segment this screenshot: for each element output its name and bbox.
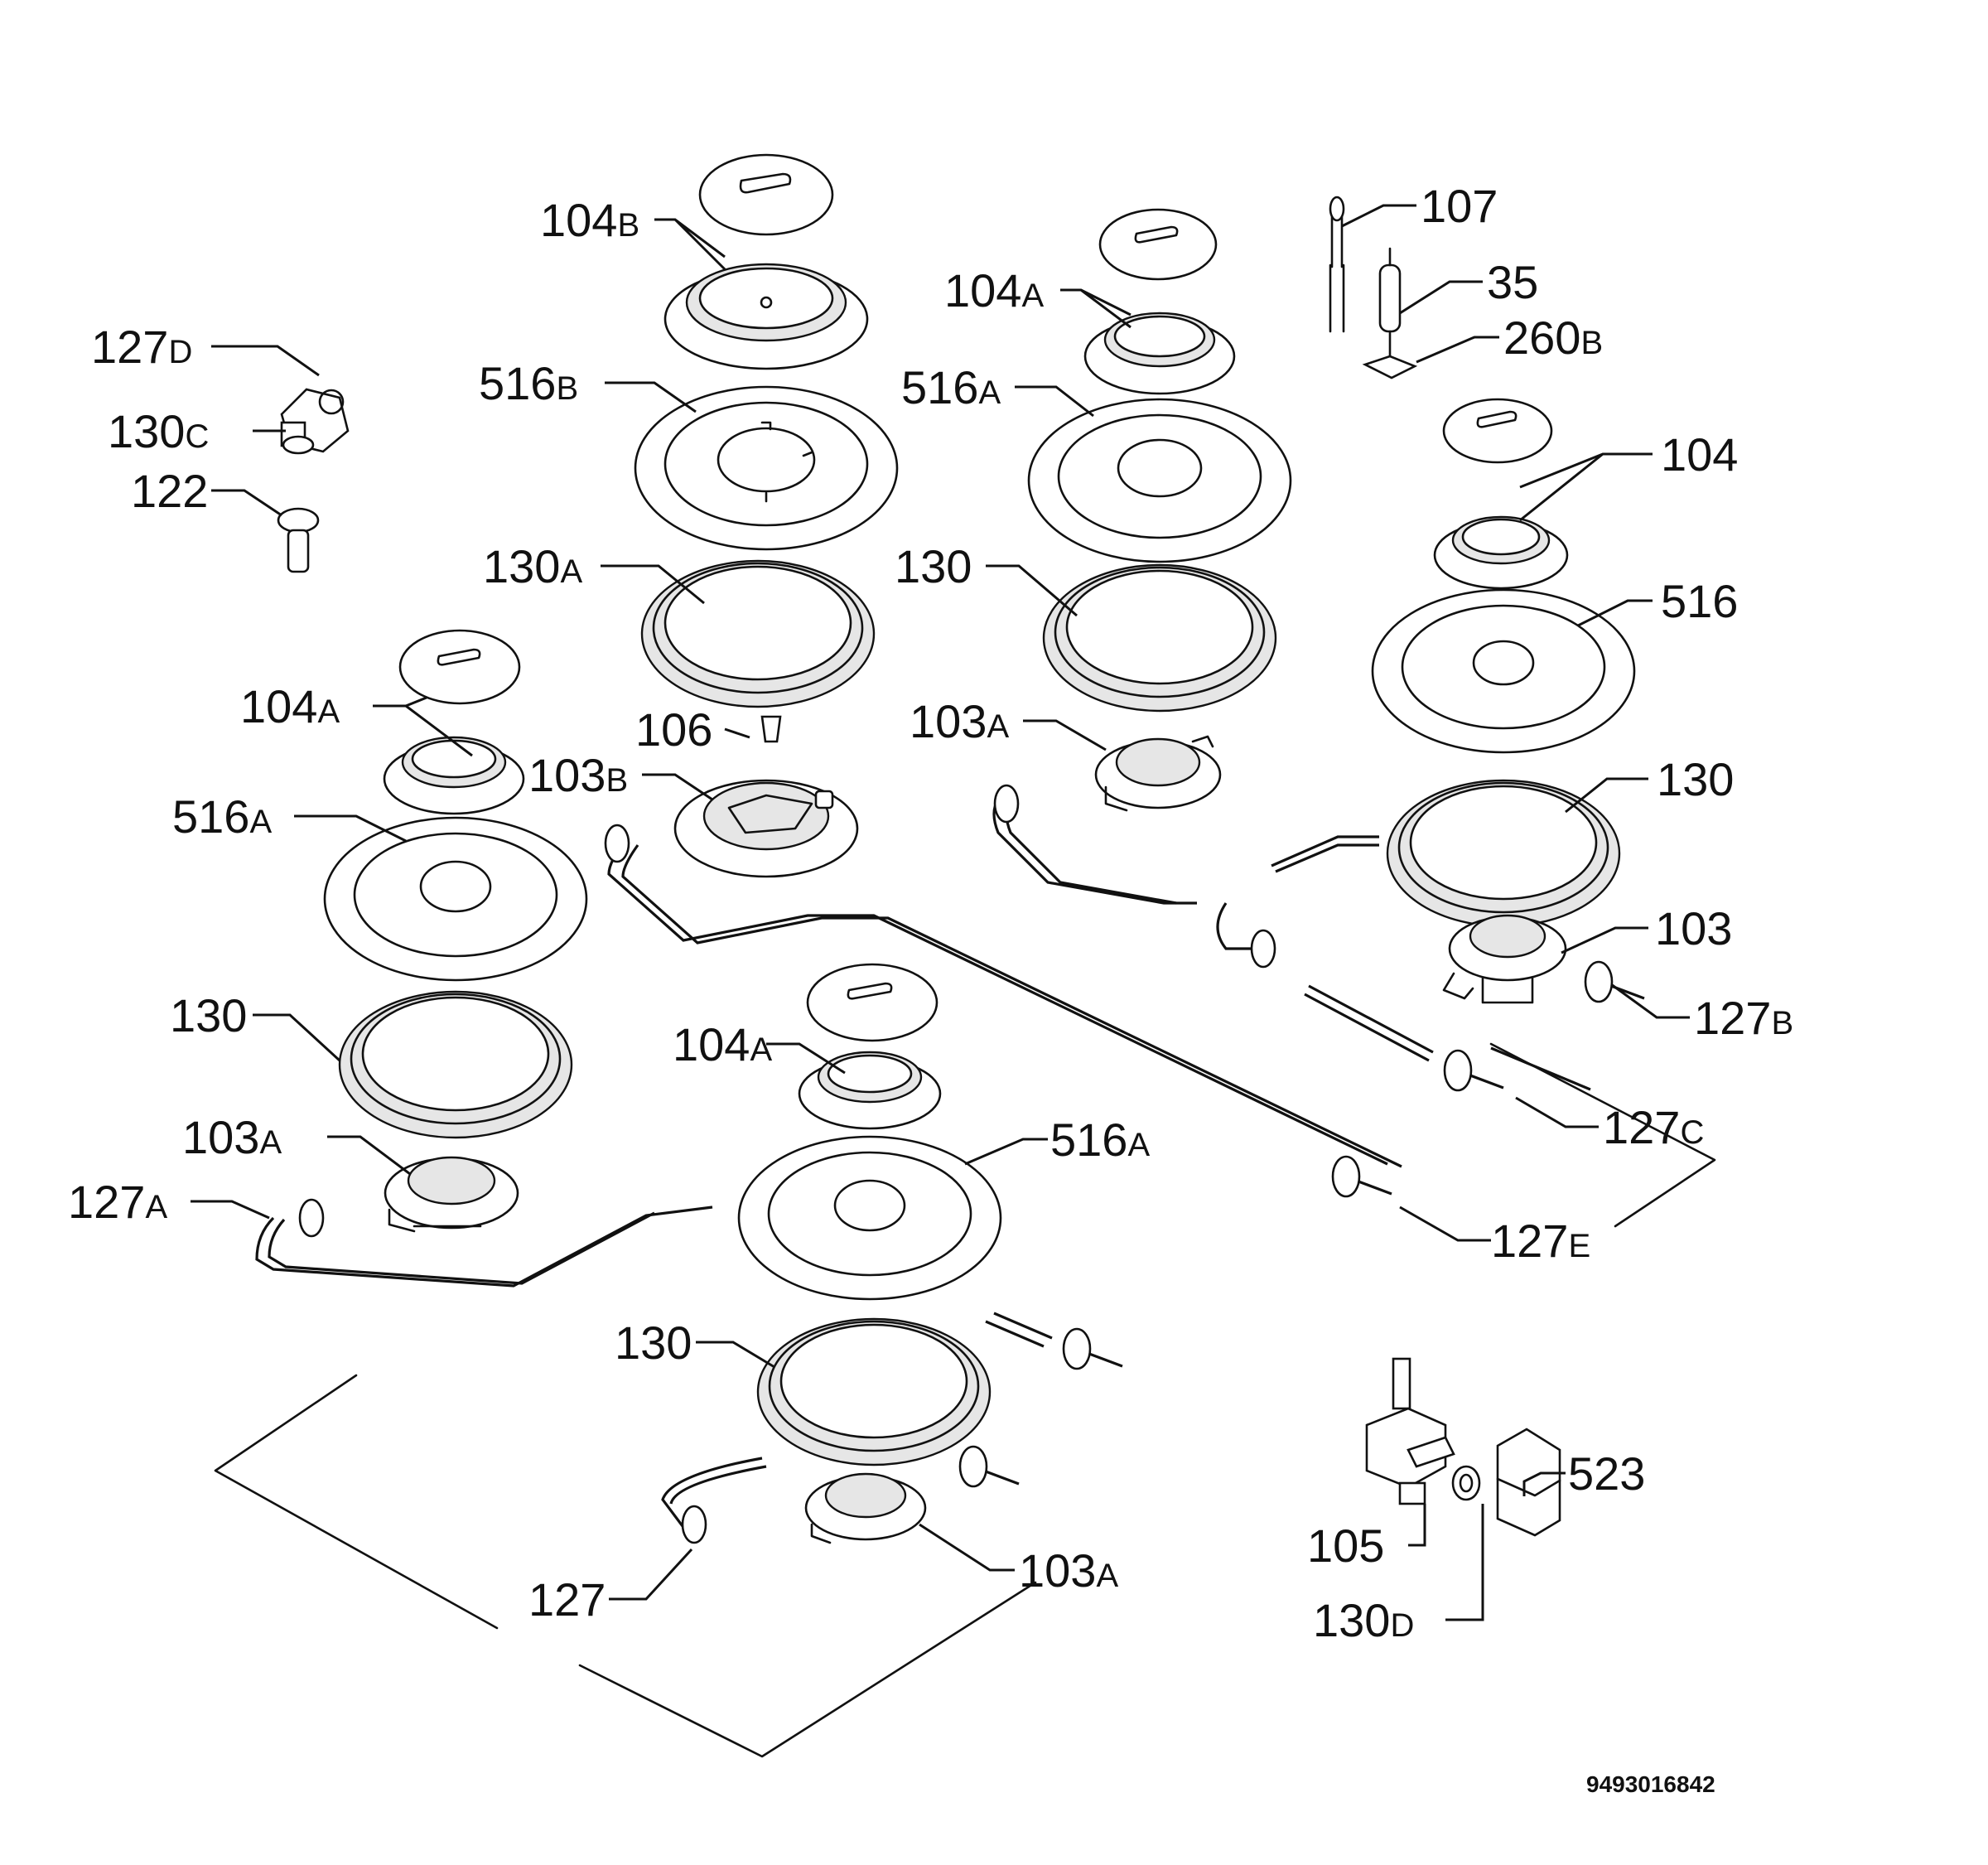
thermocouple-107 <box>1329 196 1345 333</box>
clip-260b <box>1362 355 1418 379</box>
burner-plate-516a-top <box>1027 398 1292 563</box>
burner-plate-516b <box>634 385 899 551</box>
label-516: 516 <box>1661 575 1738 627</box>
burner-cap-104 <box>1442 398 1553 464</box>
label-127a: 127A <box>68 1176 167 1228</box>
label-130-left: 130 <box>170 989 247 1041</box>
flame-spreader-104a-bot <box>798 1051 942 1130</box>
ring-130a <box>640 559 876 708</box>
ring-130-mid <box>1042 563 1277 713</box>
gas-tap-105 <box>1365 1357 1455 1505</box>
burner-plate-516 <box>1371 588 1636 754</box>
part-labels: 104B 104A 107 35 260B 127D 130C 122 516B… <box>68 180 1793 1646</box>
label-103b: 103B <box>528 749 628 801</box>
ring-130-bot <box>756 1317 992 1466</box>
label-103a-mid: 103A <box>910 695 1009 747</box>
label-106: 106 <box>635 703 712 756</box>
label-104: 104 <box>1661 428 1738 481</box>
burner-plate-516a-left <box>323 816 588 982</box>
label-107: 107 <box>1421 180 1498 232</box>
label-260b: 260B <box>1503 312 1603 364</box>
burner-cap-104a-top <box>1098 208 1218 281</box>
burner-cap-104a-left <box>398 629 521 705</box>
burner-base-103a-bot <box>804 1472 927 1544</box>
label-127b: 127B <box>1694 992 1793 1044</box>
label-103a-left: 103A <box>182 1111 282 1163</box>
burner-cap-104b <box>698 153 834 236</box>
label-127: 127 <box>528 1573 606 1626</box>
label-127d: 127D <box>91 321 192 373</box>
label-523: 523 <box>1568 1447 1645 1500</box>
label-516a-left: 516A <box>172 790 272 843</box>
label-130-bot: 130 <box>615 1317 692 1369</box>
label-104a-bot: 104A <box>673 1018 772 1070</box>
burner-base-103 <box>1442 914 1567 1004</box>
label-130-mid: 130 <box>895 540 972 592</box>
nipple-122 <box>277 507 320 573</box>
ignition-electrode-35 <box>1378 247 1402 358</box>
label-122: 122 <box>131 465 208 517</box>
label-516a-bot: 516A <box>1050 1114 1150 1166</box>
flame-spreader-104 <box>1433 515 1569 590</box>
label-103a-bot: 103A <box>1019 1544 1118 1597</box>
flame-spreader-104a-top <box>1083 312 1236 395</box>
control-knob-523 <box>1496 1428 1561 1537</box>
flame-spreader-104a-left <box>383 736 525 815</box>
burner-base-103a-left <box>384 1156 519 1233</box>
label-130a: 130A <box>483 540 582 592</box>
burner-cap-104a-bot <box>806 963 939 1042</box>
burner-plate-516a-bot <box>737 1135 1002 1301</box>
burner-assembly-a-top <box>1027 208 1292 812</box>
label-105: 105 <box>1307 1520 1384 1572</box>
label-130d: 130D <box>1313 1594 1414 1646</box>
burner-assembly-bottom <box>737 963 1002 1544</box>
label-104b: 104B <box>540 194 639 246</box>
label-516a-top: 516A <box>901 361 1001 413</box>
drawing-code: 9493016842 <box>1586 1771 1715 1797</box>
label-104a-left: 104A <box>240 680 340 732</box>
label-130-right: 130 <box>1657 753 1734 805</box>
burner-assembly-left <box>323 629 588 1233</box>
flame-spreader-104b <box>663 263 869 370</box>
ring-130-right <box>1386 779 1621 928</box>
pipe-fittings <box>298 784 1645 1544</box>
bracket-bottom <box>214 1374 1037 1758</box>
burner-assembly-b <box>634 153 899 878</box>
bracket-right <box>1489 1042 1716 1228</box>
label-127e: 127E <box>1491 1215 1590 1267</box>
label-103: 103 <box>1655 902 1732 954</box>
burner-assembly-right <box>1371 398 1636 1004</box>
injector-106 <box>760 715 782 743</box>
burner-base-103b <box>673 779 859 878</box>
label-130c: 130C <box>108 405 209 457</box>
washer-130d <box>1451 1465 1481 1501</box>
burner-base-103a-mid <box>1094 735 1222 812</box>
label-35: 35 <box>1487 256 1538 308</box>
ring-130-left <box>338 990 573 1139</box>
label-127c: 127C <box>1603 1101 1704 1153</box>
label-104a-top: 104A <box>944 264 1044 316</box>
leader-lines <box>191 204 1690 1621</box>
washer-130c <box>282 435 315 455</box>
label-516b: 516B <box>479 357 578 409</box>
